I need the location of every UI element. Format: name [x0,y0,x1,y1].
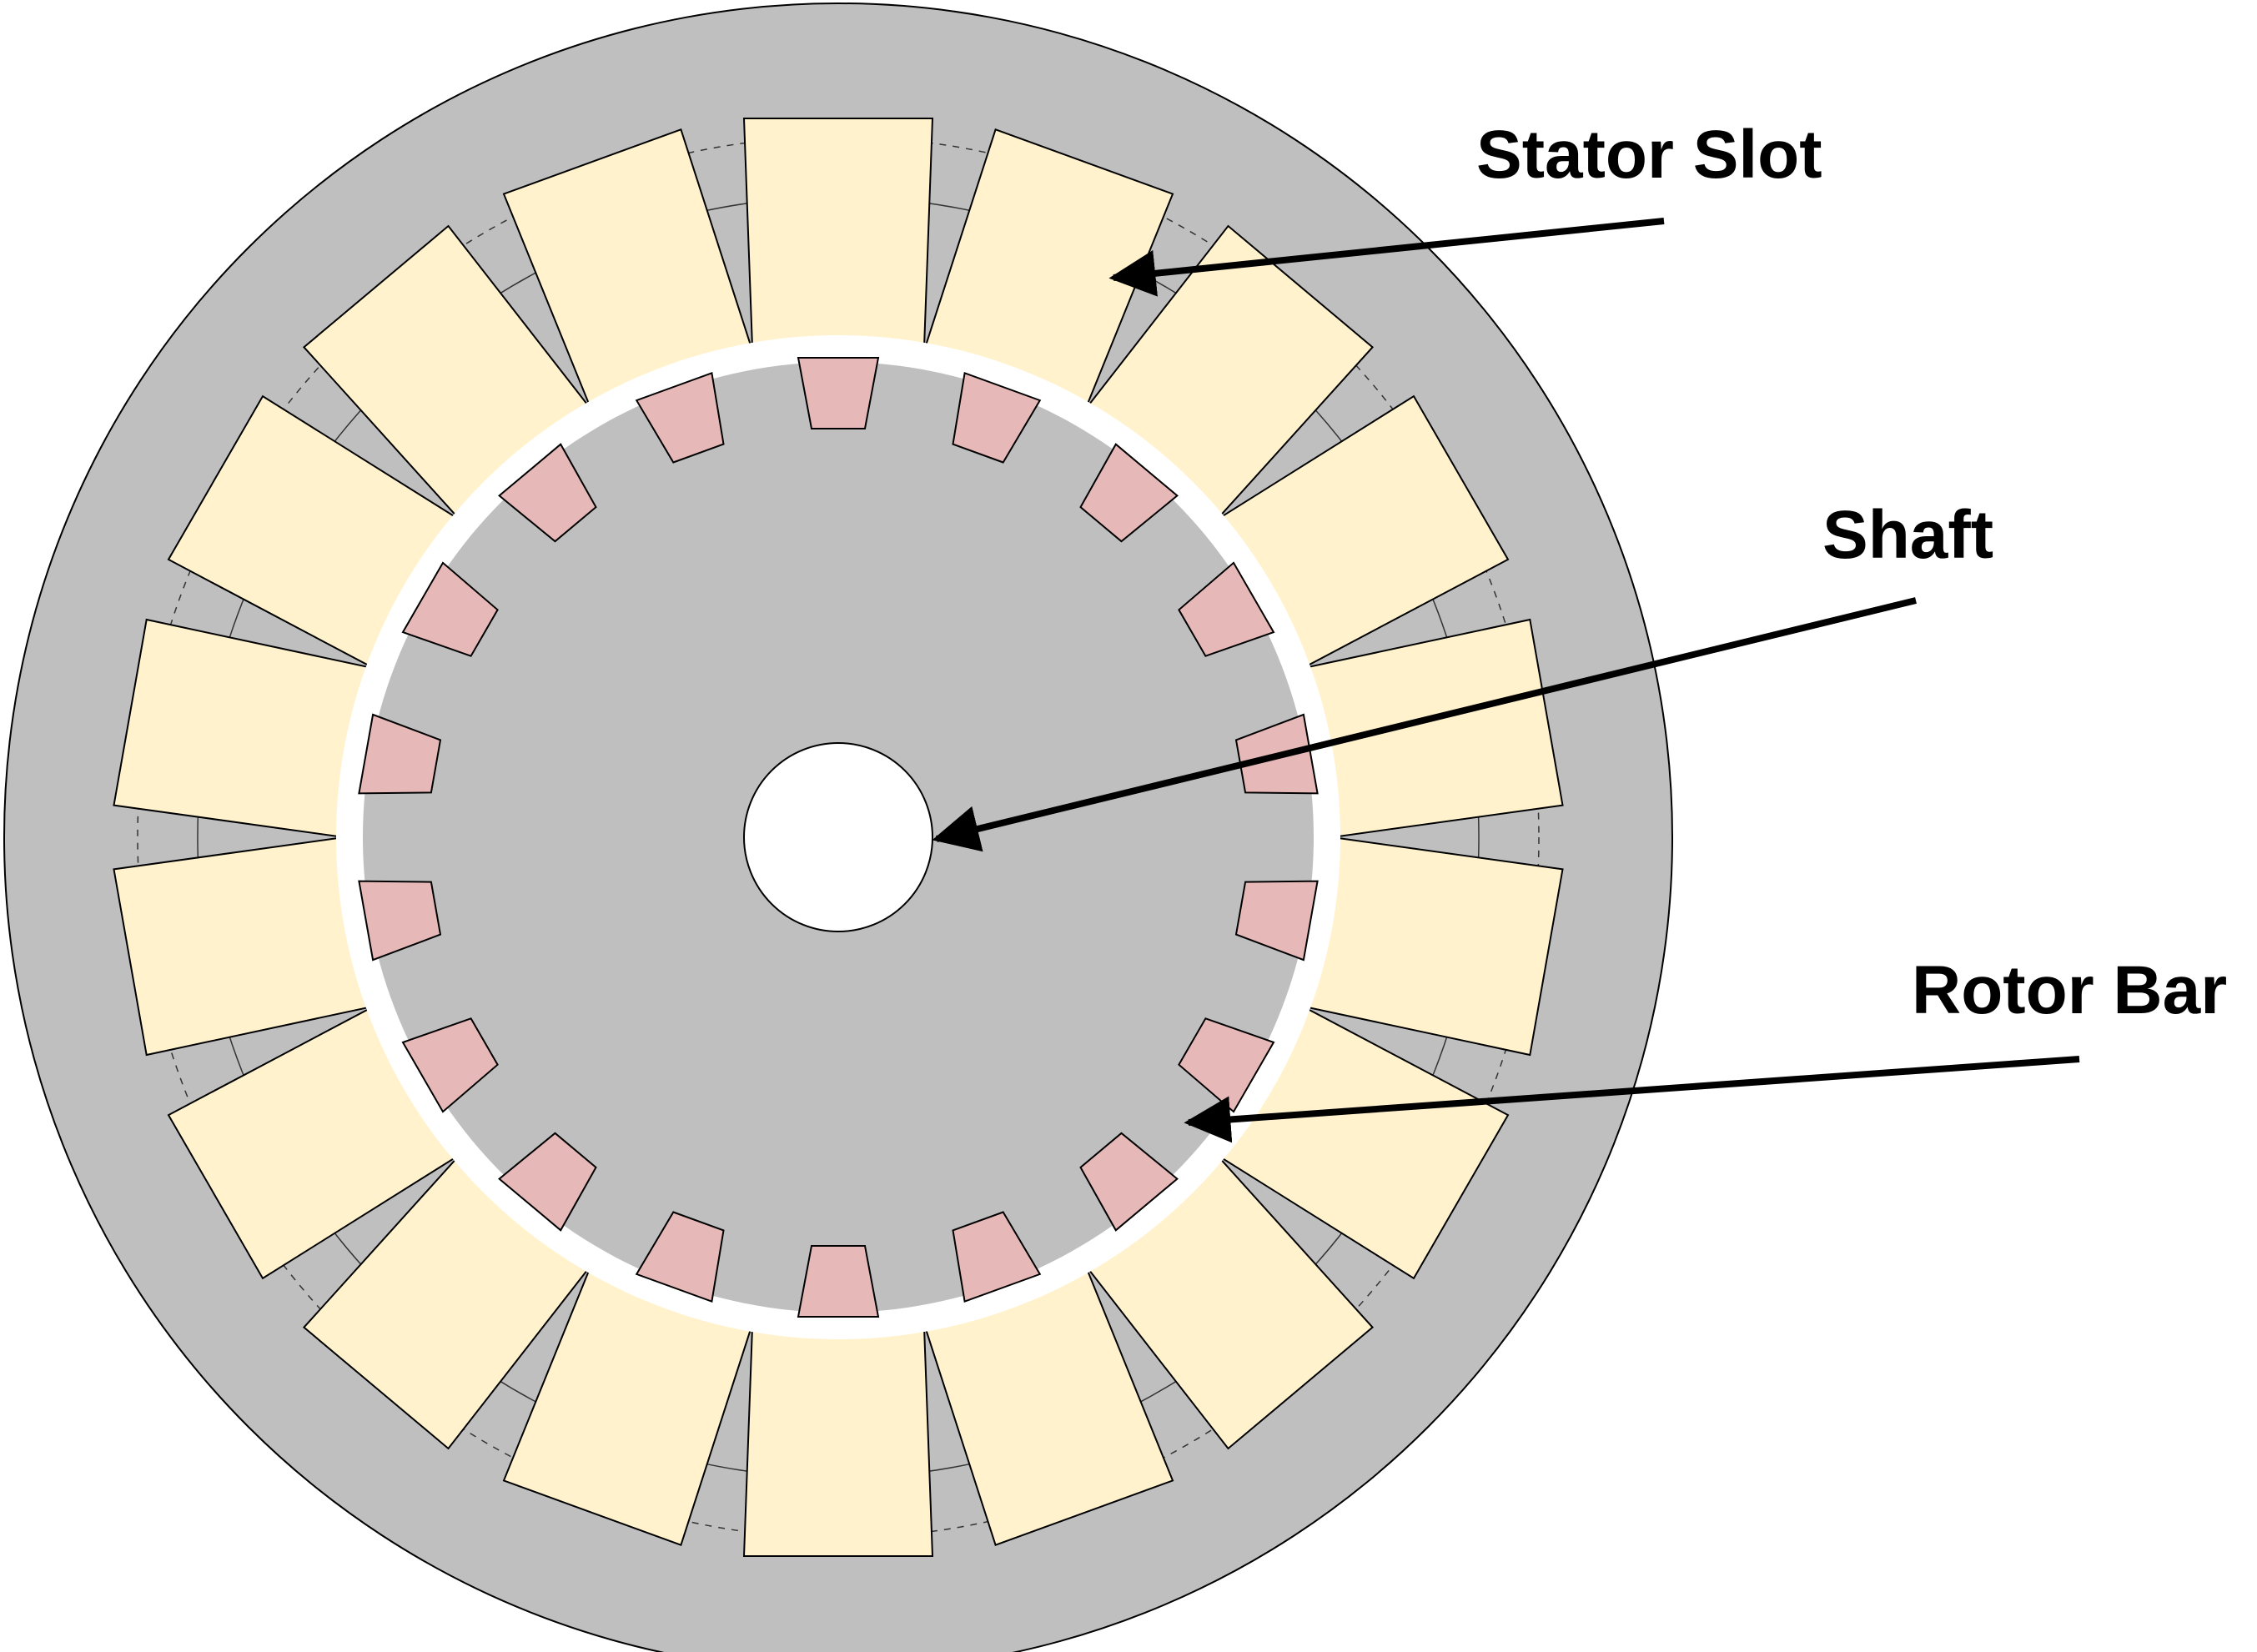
rotor-bar [952,1211,1042,1303]
shaft [743,742,933,932]
rotor-bar [1178,1017,1275,1113]
stator-slots [113,118,1564,1557]
rotor-bar [635,371,725,464]
rotor-bars [358,357,1319,1318]
rotor-bar [401,1017,499,1113]
stator-slot [742,1303,934,1557]
rotor-bar [498,443,597,543]
rotor-bar [358,880,442,962]
stator-slot-label: Stator Slot [1476,117,1822,193]
rotor-bar [1079,1132,1179,1232]
rotor-bar-arrow [1184,1056,2080,1143]
shaft-label: Shaft [1822,497,1993,573]
rotor-bar [401,561,499,657]
rotor-bar [358,713,442,795]
rotor-bar [797,357,880,429]
rotor-bar [797,1245,880,1318]
rotor-bar [1234,880,1319,962]
stator-slot [742,118,934,371]
rotor-bar [1079,443,1179,543]
rotor-bar [1178,561,1275,657]
rotor-bar [952,371,1042,464]
rotor-bar [498,1132,597,1232]
rotor-bar-label: Rotor Bar [1912,952,2227,1028]
shaft-arrow [932,597,1917,852]
rotor-bar [635,1211,725,1303]
stator-slot-arrow [1108,218,1665,297]
